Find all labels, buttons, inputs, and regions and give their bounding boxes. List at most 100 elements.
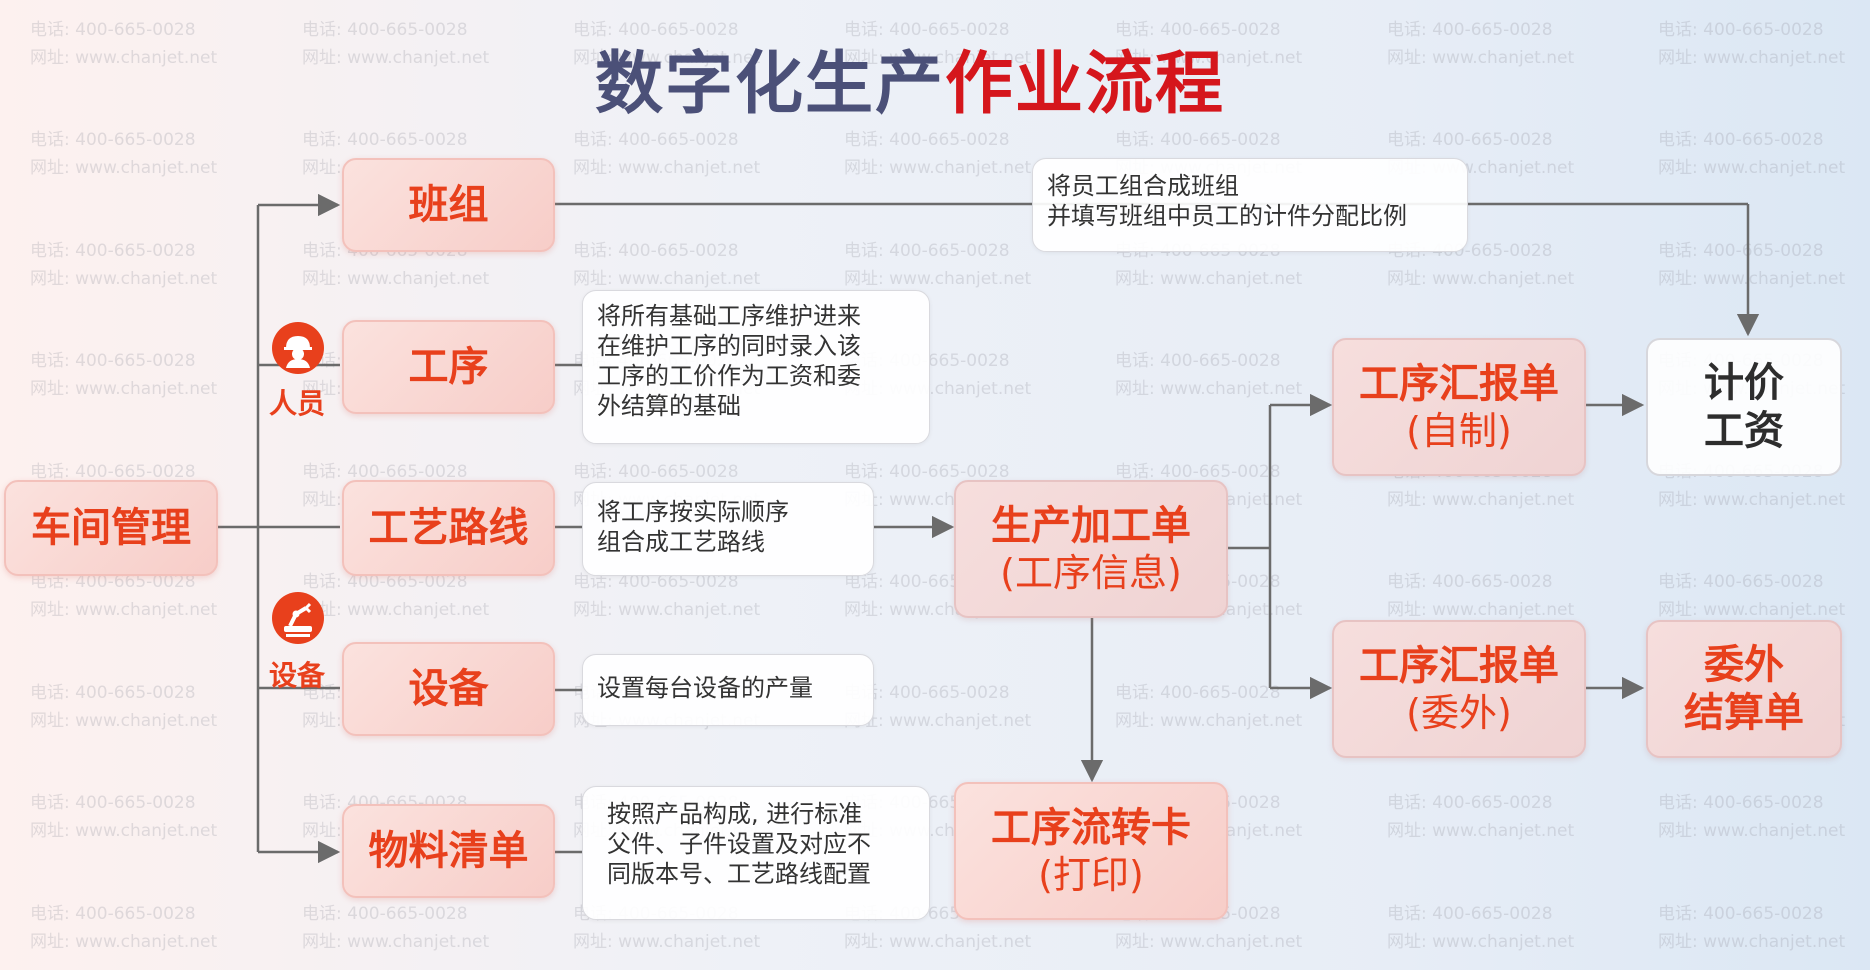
node-bom[interactable]: 物料清单	[342, 804, 555, 898]
watermark-site: 网址: www.chanjet.net	[573, 269, 761, 289]
watermark-phone: 电话: 400-665-0028	[1387, 130, 1553, 150]
title-part-1: 数字化生产	[594, 45, 945, 124]
watermark-phone: 电话: 400-665-0028	[844, 20, 1010, 40]
watermark-site: 网址: www.chanjet.net	[302, 269, 490, 289]
node-piece-wage-line2: 工资	[1704, 408, 1784, 454]
watermark-site: 网址: www.chanjet.net	[844, 932, 1032, 952]
watermark-site: 网址: www.chanjet.net	[1658, 821, 1846, 841]
note-route: 将工序按实际顺序 组合成工艺路线	[582, 482, 874, 576]
watermark-site: 网址: www.chanjet.net	[573, 48, 761, 68]
watermark-site: 网址: www.chanjet.net	[1115, 932, 1303, 952]
node-transfer-card[interactable]: 工序流转卡 (打印)	[954, 782, 1228, 920]
node-team[interactable]: 班组	[342, 158, 555, 252]
note-team: 将员工组合成班组 并填写班组中员工的计件分配比例	[1032, 158, 1468, 252]
node-workshop-label: 车间管理	[31, 505, 191, 551]
node-process-label: 工序	[408, 344, 489, 390]
note-process: 将所有基础工序维护进来 在维护工序的同时录入该 工序的工价作为工资和委 外结算的…	[582, 290, 930, 444]
watermark-text: 电话: 400-665-0028 网址: www.chanjet.net	[573, 568, 760, 624]
watermark-site: 网址: www.chanjet.net	[844, 48, 1032, 68]
node-piece-wage-line1: 计价	[1704, 360, 1784, 406]
watermark-site: 网址: www.chanjet.net	[1658, 48, 1846, 68]
node-equipment[interactable]: 设备	[342, 642, 555, 736]
watermark-phone: 电话: 400-665-0028	[1115, 683, 1281, 703]
watermark-site: 网址: www.chanjet.net	[1115, 48, 1303, 68]
node-route[interactable]: 工艺路线	[342, 480, 555, 576]
watermark-phone: 电话: 400-665-0028	[844, 241, 1010, 261]
watermark-phone: 电话: 400-665-0028	[30, 241, 196, 261]
note-bom: 按照产品构成, 进行标准 父件、子件设置及对应不 同版本号、工艺路线配置	[582, 786, 930, 920]
watermark-site: 网址: www.chanjet.net	[573, 932, 761, 952]
node-outsource-settlement[interactable]: 委外 结算单	[1646, 620, 1842, 758]
watermark-text: 电话: 400-665-0028 网址: www.chanjet.net	[573, 237, 760, 293]
watermark-site: 网址: www.chanjet.net	[30, 158, 218, 178]
node-report-self-title: 工序汇报单	[1359, 361, 1559, 407]
watermark-phone: 电话: 400-665-0028	[30, 793, 196, 813]
watermark-phone: 电话: 400-665-0028	[302, 130, 468, 150]
watermark-phone: 电话: 400-665-0028	[30, 462, 196, 482]
watermark-phone: 电话: 400-665-0028	[573, 20, 739, 40]
caption-people: 人员	[268, 387, 325, 420]
watermark-phone: 电话: 400-665-0028	[844, 462, 1010, 482]
watermark-phone: 电话: 400-665-0028	[1658, 241, 1824, 261]
watermark-site: 网址: www.chanjet.net	[30, 269, 218, 289]
node-report-self[interactable]: 工序汇报单 (自制)	[1332, 338, 1586, 476]
title-part-2: 作业流程	[945, 45, 1226, 124]
watermark-text: 电话: 400-665-0028 网址: www.chanjet.net	[844, 16, 1031, 72]
watermark-phone: 电话: 400-665-0028	[1387, 572, 1553, 592]
watermark-site: 网址: www.chanjet.net	[573, 158, 761, 178]
node-piece-wage[interactable]: 计价 工资	[1646, 338, 1842, 476]
node-report-outsource-sub: (委外)	[1406, 691, 1512, 735]
node-report-outsource[interactable]: 工序汇报单 (委外)	[1332, 620, 1586, 758]
watermark-phone: 电话: 400-665-0028	[30, 351, 196, 371]
watermark-phone: 电话: 400-665-0028	[573, 572, 739, 592]
page-title: 数字化生产作业流程	[0, 28, 1820, 127]
node-process[interactable]: 工序	[342, 320, 555, 414]
node-report-outsource-title: 工序汇报单	[1359, 643, 1559, 689]
watermark-phone: 电话: 400-665-0028	[302, 572, 468, 592]
watermark-phone: 电话: 400-665-0028	[302, 20, 468, 40]
watermark-text: 电话: 400-665-0028 网址: www.chanjet.net	[30, 237, 217, 293]
watermark-phone: 电话: 400-665-0028	[30, 20, 196, 40]
note-equipment: 设置每台设备的产量	[582, 654, 874, 726]
node-workshop[interactable]: 车间管理	[4, 480, 218, 576]
watermark-site: 网址: www.chanjet.net	[1387, 490, 1575, 510]
watermark-site: 网址: www.chanjet.net	[1658, 932, 1846, 952]
watermark-site: 网址: www.chanjet.net	[573, 600, 761, 620]
watermark-site: 网址: www.chanjet.net	[844, 158, 1032, 178]
watermark-site: 网址: www.chanjet.net	[30, 48, 218, 68]
watermark-site: 网址: www.chanjet.net	[1658, 490, 1846, 510]
watermark-phone: 电话: 400-665-0028	[1115, 20, 1281, 40]
watermark-site: 网址: www.chanjet.net	[1115, 269, 1303, 289]
watermark-site: 网址: www.chanjet.net	[30, 600, 218, 620]
watermark-site: 网址: www.chanjet.net	[30, 711, 218, 731]
watermark-phone: 电话: 400-665-0028	[1115, 351, 1281, 371]
watermark-site: 网址: www.chanjet.net	[1387, 932, 1575, 952]
watermark-phone: 电话: 400-665-0028	[573, 241, 739, 261]
watermark-site: 网址: www.chanjet.net	[1387, 48, 1575, 68]
watermark-phone: 电话: 400-665-0028	[1387, 793, 1553, 813]
watermark-phone: 电话: 400-665-0028	[1115, 130, 1281, 150]
watermark-site: 网址: www.chanjet.net	[1658, 600, 1846, 620]
node-team-label: 班组	[408, 182, 489, 228]
node-production-order[interactable]: 生产加工单 (工序信息)	[954, 480, 1228, 618]
node-production-order-title: 生产加工单	[991, 503, 1191, 549]
watermark-phone: 电话: 400-665-0028	[302, 462, 468, 482]
